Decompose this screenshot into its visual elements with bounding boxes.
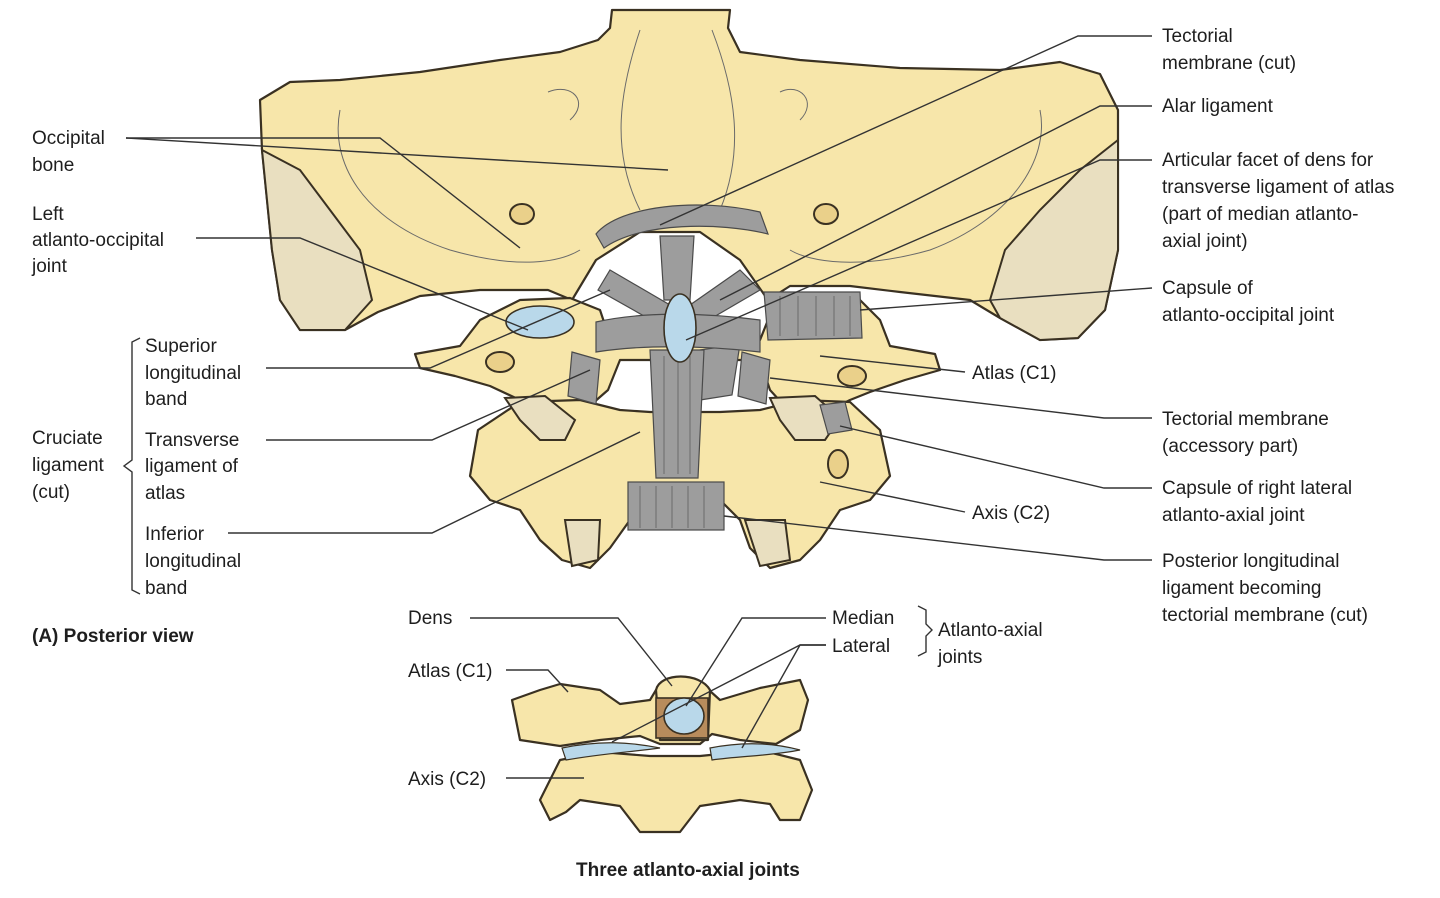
panel-label: (A) Posterior view [32,626,194,647]
label-inset-axis: Axis (C2) [408,769,486,790]
leader-lines [122,35,1153,779]
label-axis-c2: Axis (C2) [972,503,1050,524]
ligaments [567,204,863,531]
label-alar-ligament: Alar ligament [1162,96,1274,117]
inset-illustration [510,675,814,834]
label-dens: Dens [408,608,452,629]
label-lateral: Lateral [832,636,890,657]
label-tectorial-membrane-accessory: Tectorial membrane(accessory part) [1162,409,1329,457]
label-median: Median [832,608,894,629]
label-atlas-c1: Atlas (C1) [972,363,1056,384]
label-inset-atlas: Atlas (C1) [408,661,492,682]
occipital-bone-shape [258,8,1120,342]
inset-caption: Three atlanto-axial joints [576,860,800,881]
main-illustration [258,8,1120,570]
inset-labels: Dens Atlas (C1) Axis (C2) Median Lateral… [408,608,1043,881]
